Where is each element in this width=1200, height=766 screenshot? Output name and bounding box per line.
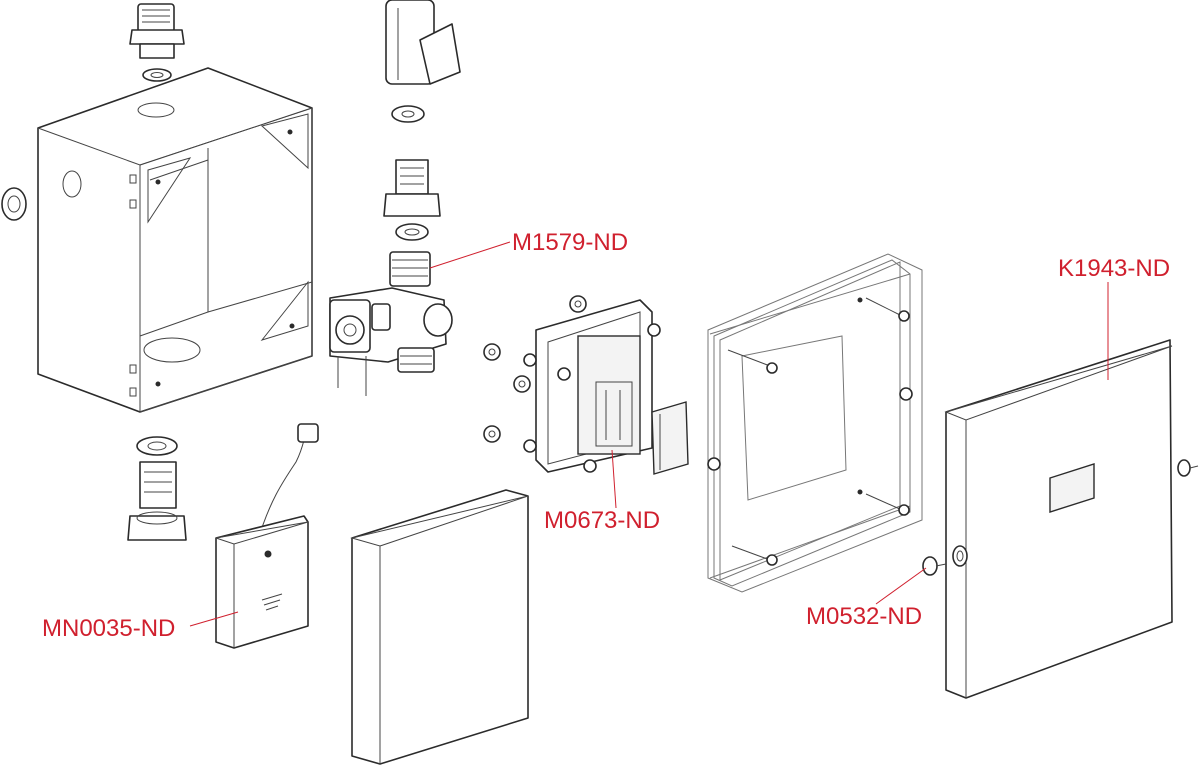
label-screw: M0532-ND	[806, 603, 922, 630]
control-unit	[483, 295, 661, 473]
label-valve: M1579-ND	[512, 229, 628, 256]
mounting-frame	[707, 253, 923, 593]
wall-panel	[350, 489, 529, 765]
label-control-unit: M0673-ND	[544, 507, 660, 534]
callout-leaders	[189, 241, 1109, 627]
side-grommet	[1, 187, 27, 221]
cover-screw	[922, 556, 947, 576]
top-box-fitting	[129, 3, 185, 82]
side-screw	[1177, 459, 1199, 477]
cover-plate	[944, 339, 1173, 699]
valve-nipple	[383, 159, 441, 241]
bottom-fitting-set	[127, 436, 187, 541]
installation-box	[37, 67, 313, 413]
battery-pack	[215, 423, 319, 649]
solenoid-valve	[329, 251, 453, 396]
control-cover	[651, 401, 689, 475]
label-battery-pack: MN0035-ND	[42, 615, 175, 642]
ball-valve	[385, 0, 461, 123]
label-cover-plate: K1943-ND	[1058, 255, 1170, 282]
